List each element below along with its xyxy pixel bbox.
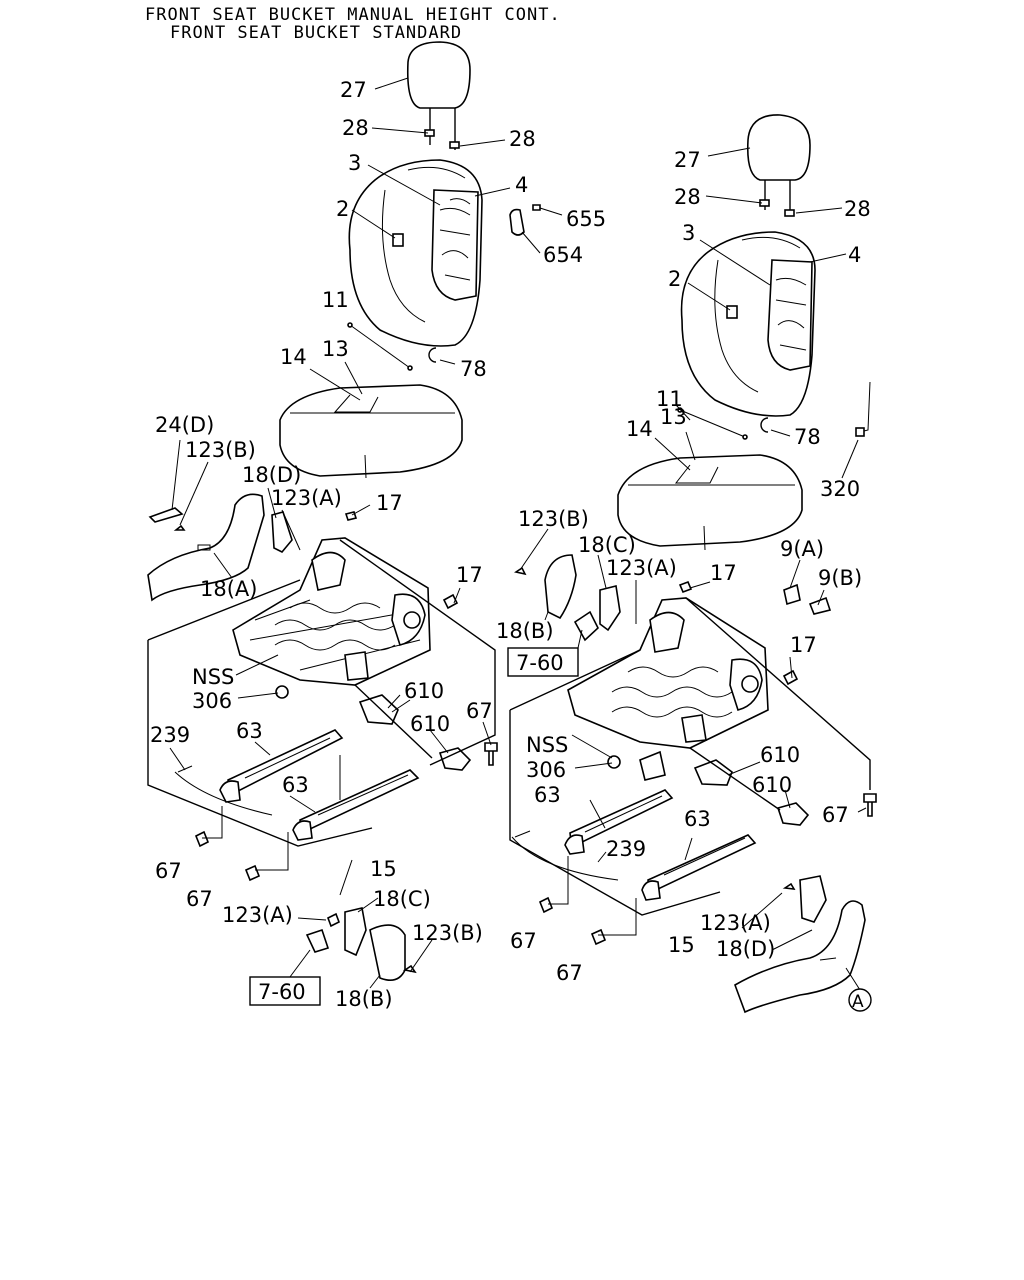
left-label-239: 239 (150, 723, 190, 747)
right-callout-a: A (852, 992, 864, 1012)
right-label-63b: 63 (684, 807, 711, 831)
right-ref-7-60[interactable]: 7-60 (516, 651, 564, 675)
right-label-15: 15 (668, 933, 695, 957)
left-label-654: 654 (543, 243, 583, 267)
left-seat-frame (232, 511, 459, 699)
right-label-9a: 9(A) (780, 537, 824, 561)
left-label-63b: 63 (282, 773, 309, 797)
right-label-9b: 9(B) (818, 566, 862, 590)
left-label-18a: 18(A) (200, 577, 257, 601)
right-bracket-18c (599, 585, 621, 632)
right-leader-lines (519, 147, 867, 991)
left-ref-box (249, 976, 321, 1006)
left-label-123b: 123(B) (185, 438, 256, 462)
right-label-14: 14 (626, 417, 653, 441)
left-label-67a: 67 (466, 699, 493, 723)
left-label-123a: 123(A) (271, 486, 342, 510)
right-callout-circle (848, 988, 872, 1012)
right-label-18b: 18(B) (496, 619, 554, 643)
left-label-3: 3 (348, 151, 361, 175)
right-cover-610-b (776, 802, 810, 826)
right-label-17b: 17 (790, 633, 817, 657)
left-label-655: 655 (566, 207, 606, 231)
right-label-nss: NSS (526, 733, 568, 757)
left-label-67c: 67 (186, 887, 213, 911)
right-lower-trim (734, 875, 866, 1014)
right-label-239: 239 (606, 837, 646, 861)
right-ref-box (507, 647, 579, 677)
right-seat-frame (567, 597, 799, 781)
left-label-123b-2: 123(B) (412, 921, 483, 945)
left-label-63a: 63 (236, 719, 263, 743)
left-label-18b: 18(B) (335, 987, 393, 1011)
left-leader-lines (169, 77, 563, 989)
left-label-18d: 18(D) (242, 463, 301, 487)
right-seat-assembly: 27 28 28 3 4 2 11 78 13 14 320 123(B) 18… (496, 114, 877, 1014)
left-label-610b: 610 (410, 712, 450, 736)
left-ref-7-60[interactable]: 7-60 (258, 980, 306, 1004)
left-label-78: 78 (460, 357, 487, 381)
right-label-28b: 28 (844, 197, 871, 221)
right-cover-18b (544, 554, 577, 620)
right-label-17a: 17 (710, 561, 737, 585)
right-label-123a-2: 123(A) (700, 911, 771, 935)
left-label-4: 4 (515, 173, 528, 197)
left-label-306: 306 (192, 689, 232, 713)
right-label-306: 306 (526, 758, 566, 782)
right-label-3: 3 (682, 221, 695, 245)
right-label-13: 13 (660, 405, 687, 429)
left-cover-610-b (438, 747, 472, 771)
left-label-15: 15 (370, 857, 397, 881)
diagram-title-line-1: FRONT SEAT BUCKET MANUAL HEIGHT CONT. (145, 5, 561, 25)
left-seat-back (347, 159, 541, 371)
left-label-28a: 28 (342, 116, 369, 140)
left-side-trim (147, 493, 293, 602)
right-clip-7-60 (573, 610, 599, 642)
left-seat-assembly: 27 28 28 3 4 2 655 654 11 78 14 13 24(D)… (147, 41, 606, 1011)
right-label-28a: 28 (674, 185, 701, 209)
right-label-123b: 123(B) (518, 507, 589, 531)
right-label-18d: 18(D) (716, 937, 775, 961)
right-cover-610-a (693, 759, 733, 786)
right-seat-cushion (617, 454, 803, 551)
right-label-78: 78 (794, 425, 821, 449)
left-label-2: 2 (336, 197, 349, 221)
right-seat-rails (511, 789, 757, 946)
left-label-nss: NSS (192, 665, 234, 689)
left-seat-cushion (279, 384, 463, 479)
left-label-14: 14 (280, 345, 307, 369)
left-headrest (406, 41, 471, 150)
right-label-610b: 610 (752, 773, 792, 797)
right-label-320: 320 (820, 477, 860, 501)
right-label-67c: 67 (556, 961, 583, 985)
right-label-4: 4 (848, 243, 861, 267)
left-label-17b: 17 (456, 563, 483, 587)
left-label-67b: 67 (155, 859, 182, 883)
left-label-24d: 24(D) (155, 413, 214, 437)
left-label-13: 13 (322, 337, 349, 361)
right-label-610a: 610 (760, 743, 800, 767)
left-label-18c: 18(C) (373, 887, 431, 911)
diagram-title-line-2: FRONT SEAT BUCKET STANDARD (170, 23, 462, 43)
right-label-18c: 18(C) (578, 533, 636, 557)
right-label-2: 2 (668, 267, 681, 291)
left-label-27: 27 (340, 78, 367, 102)
left-label-28b: 28 (509, 127, 536, 151)
left-label-11: 11 (322, 288, 349, 312)
left-label-17a: 17 (376, 491, 403, 515)
left-lower-parts (305, 907, 417, 981)
left-label-123a-2: 123(A) (222, 903, 293, 927)
right-label-11: 11 (656, 387, 683, 411)
right-label-27: 27 (674, 148, 701, 172)
left-label-610a: 610 (404, 679, 444, 703)
right-headrest (746, 114, 811, 217)
right-label-67b: 67 (510, 929, 537, 953)
left-seat-rails (174, 729, 420, 928)
right-label-123a: 123(A) (606, 556, 677, 580)
right-seat-back (677, 231, 871, 440)
right-label-67a: 67 (822, 803, 849, 827)
right-label-63a: 63 (534, 783, 561, 807)
